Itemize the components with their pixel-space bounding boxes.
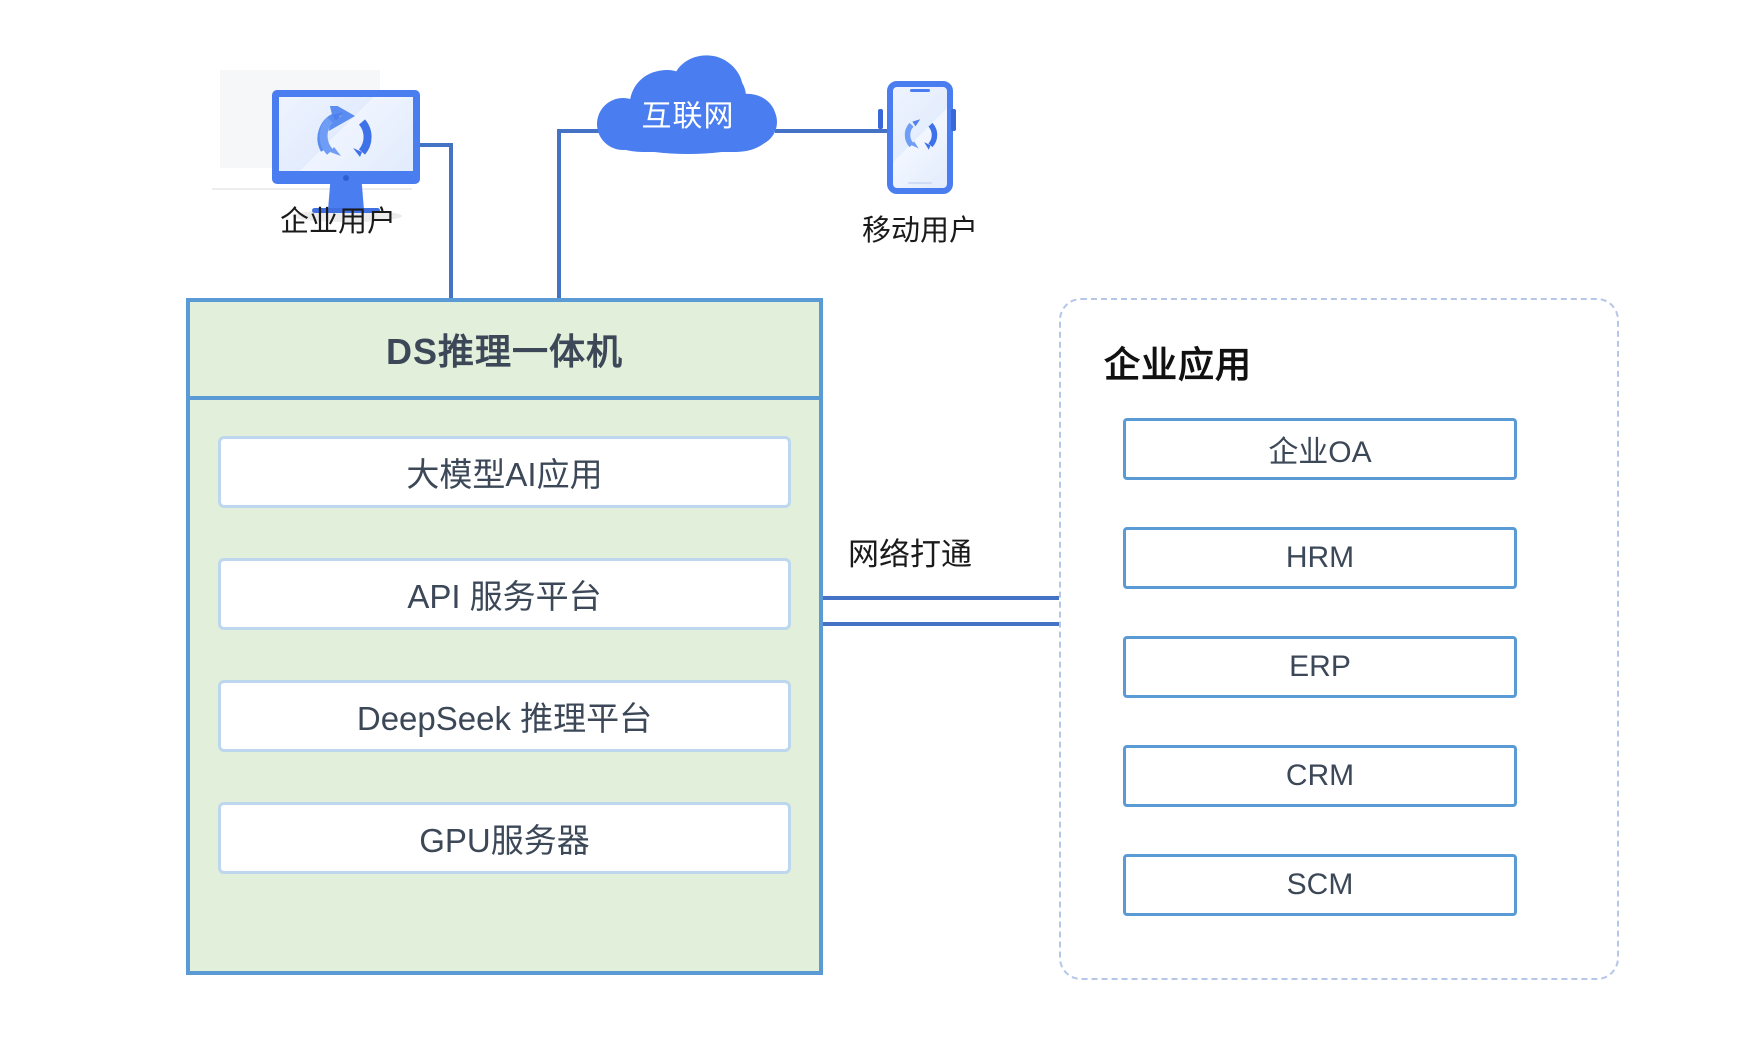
desktop-monitor-sync-icon xyxy=(212,70,420,222)
ds-panel-item-list: 大模型AI应用 API 服务平台 DeepSeek 推理平台 GPU服务器 xyxy=(190,404,819,975)
phone-speaker xyxy=(910,89,930,92)
smartphone-sync-icon xyxy=(878,81,956,194)
ds-panel-title: DS推理一体机 xyxy=(385,331,623,372)
cloud-label: 互联网 xyxy=(641,100,735,133)
app-item-label: 企业OA xyxy=(1268,436,1372,469)
phone-home-indicator xyxy=(908,182,932,184)
ds-item-label: 大模型AI应用 xyxy=(406,456,603,493)
ds-panel-header: DS推理一体机 xyxy=(190,302,819,400)
ds-item-ai-application[interactable]: 大模型AI应用 xyxy=(218,436,791,508)
phone-side-button-left xyxy=(878,109,883,129)
app-item-hrm[interactable]: HRM xyxy=(1123,527,1517,589)
app-panel-title: 企业应用 xyxy=(1104,344,1253,385)
ds-item-deepseek-platform[interactable]: DeepSeek 推理平台 xyxy=(218,680,791,752)
app-item-label: CRM xyxy=(1285,759,1355,792)
sync-arrows-icon xyxy=(904,119,938,150)
phone-body xyxy=(887,81,953,194)
app-item-scm[interactable]: SCM xyxy=(1123,854,1517,916)
monitor-shadow xyxy=(292,210,402,222)
app-item-oa[interactable]: 企业OA xyxy=(1123,418,1517,480)
sync-arrows-icon xyxy=(317,106,372,157)
ds-item-gpu-server[interactable]: GPU服务器 xyxy=(218,802,791,874)
monitor-stand-base xyxy=(312,208,380,213)
app-item-label: ERP xyxy=(1289,650,1351,683)
app-panel-item-list: 企业OA HRM ERP CRM SCM xyxy=(1123,418,1517,916)
monitor-stand-neck xyxy=(328,184,364,210)
ds-item-label: DeepSeek 推理平台 xyxy=(356,700,653,737)
app-item-erp[interactable]: ERP xyxy=(1123,636,1517,698)
cloud-label-wrap: 互联网 xyxy=(601,72,775,154)
desktop-user-label: 企业用户 xyxy=(280,206,397,238)
app-item-label: SCM xyxy=(1286,868,1354,901)
mobile-user-label: 移动用户 xyxy=(862,215,979,247)
monitor-indicator-dot xyxy=(343,175,349,181)
ds-inference-appliance-panel: DS推理一体机 大模型AI应用 API 服务平台 DeepSeek 推理平台 G… xyxy=(186,298,823,975)
monitor-ground-line xyxy=(212,188,412,190)
ds-item-label: GPU服务器 xyxy=(419,822,590,859)
app-item-label: HRM xyxy=(1285,541,1355,574)
ds-item-api-platform[interactable]: API 服务平台 xyxy=(218,558,791,630)
phone-side-button-right xyxy=(951,109,956,131)
ds-item-label: API 服务平台 xyxy=(407,578,602,615)
app-item-crm[interactable]: CRM xyxy=(1123,745,1517,807)
enterprise-applications-panel: 企业应用 企业OA HRM ERP CRM SCM xyxy=(1059,298,1619,980)
network-connection-label: 网络打通 xyxy=(848,537,972,572)
